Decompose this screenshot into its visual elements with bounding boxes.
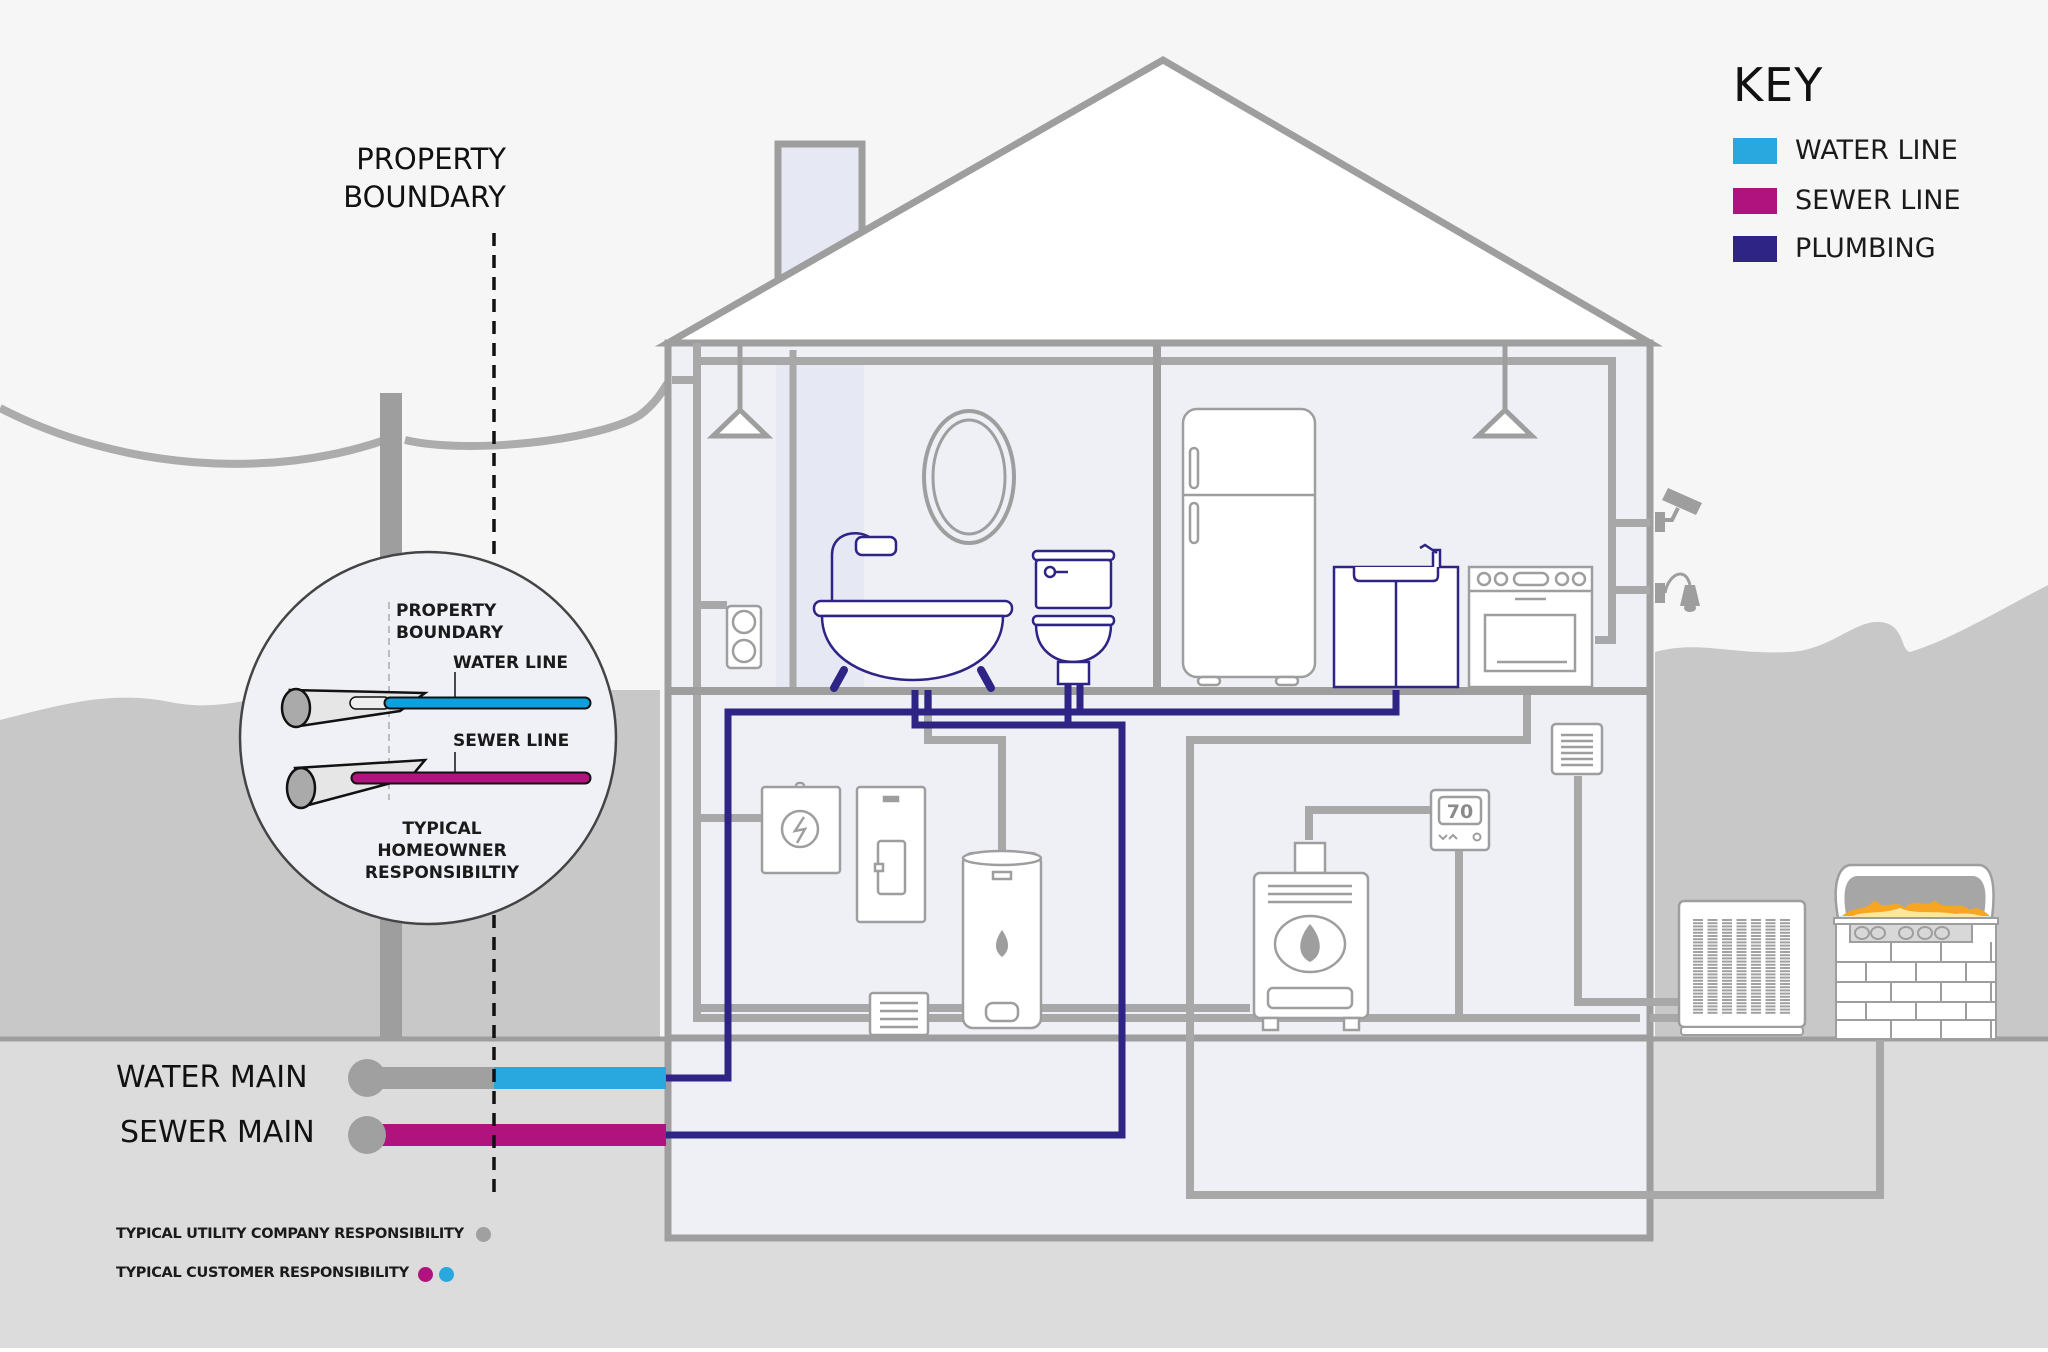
grill-knob-icon [1934, 926, 1950, 940]
customer-responsibility-label: TYPICAL CUSTOMER RESPONSIBILITY [116, 1265, 409, 1281]
ceiling-light-icon [706, 345, 774, 439]
key-title: KEY [1733, 58, 1824, 112]
key-item-water-line: WATER LINE [1733, 135, 1958, 166]
electrical-panel-icon [760, 781, 842, 875]
power-line-right [404, 377, 674, 450]
water-line-swatch [1733, 137, 1777, 164]
sewer-main [348, 1116, 666, 1154]
plumbing-swatch [1733, 235, 1777, 262]
furnace-icon [1252, 841, 1370, 1032]
water-main [348, 1059, 666, 1097]
breaker-box-icon [855, 785, 927, 924]
floor-vent-icon [868, 991, 930, 1037]
sewer-line-swatch [1733, 187, 1777, 214]
key-label: WATER LINE [1795, 135, 1958, 166]
thermostat: 70 [1429, 788, 1491, 852]
kitchen-sink-icon [1332, 543, 1460, 689]
responsibility-inset [238, 550, 618, 926]
wall-vent-icon [1550, 722, 1604, 776]
property-boundary-line2: BOUNDARY [343, 180, 506, 214]
key-item-sewer-line: SEWER LINE [1733, 185, 1961, 216]
grill-icon [1833, 863, 1999, 1040]
power-outlet-icon [725, 604, 763, 670]
refrigerator-icon [1181, 407, 1317, 687]
grill-knob-icon [1898, 926, 1914, 940]
inset-boundary-line1: PROPERTY [396, 601, 497, 621]
thermostat-temperature: 70 [1447, 801, 1473, 823]
inset-boundary-label: PROPERTY BOUNDARY [396, 600, 503, 644]
utility-responsibility-label: TYPICAL UTILITY COMPANY RESPONSIBILITY [116, 1226, 464, 1242]
key-item-plumbing: PLUMBING [1733, 233, 1936, 264]
key-label: PLUMBING [1795, 233, 1936, 264]
utility-responsibility-dot [476, 1227, 491, 1242]
toilet-icon [1031, 549, 1116, 686]
porch-light-icon [1655, 572, 1700, 612]
inset-caption: TYPICAL HOMEOWNER RESPONSIBILTIY [338, 818, 546, 884]
inset-caption-line2: HOMEOWNER [377, 841, 507, 861]
key-label: SEWER LINE [1795, 185, 1961, 216]
mirror-icon [922, 409, 1016, 545]
customer-responsibility-dot-sewer [418, 1267, 433, 1282]
inset-water-line-label: WATER LINE [453, 653, 569, 673]
plumbing-lines [665, 684, 1400, 1139]
inset-caption-line1: TYPICAL [402, 819, 482, 839]
power-line-left [0, 404, 387, 468]
inset-sewer-line-label: SEWER LINE [453, 731, 570, 751]
bathtub-icon [812, 532, 1014, 692]
grill-knob-icon [1917, 926, 1933, 940]
sewer-main-label: SEWER MAIN [120, 1115, 315, 1150]
water-main-label: WATER MAIN [116, 1060, 308, 1095]
inset-caption-line3: RESPONSIBILTIY [364, 863, 520, 883]
grill-knob-icon [1870, 926, 1886, 940]
inset-boundary-line2: BOUNDARY [396, 623, 504, 643]
stove-icon [1467, 565, 1594, 689]
property-boundary-line1: PROPERTY [356, 142, 506, 176]
security-camera-icon [1655, 488, 1702, 532]
customer-responsibility-dot-water [439, 1267, 454, 1282]
grill-knob-icon [1854, 926, 1870, 940]
water-heater-icon [961, 849, 1043, 1030]
property-boundary-label: PROPERTY BOUNDARY [328, 140, 506, 216]
ceiling-light-icon [1471, 345, 1539, 439]
ac-unit-icon [1677, 899, 1807, 1036]
